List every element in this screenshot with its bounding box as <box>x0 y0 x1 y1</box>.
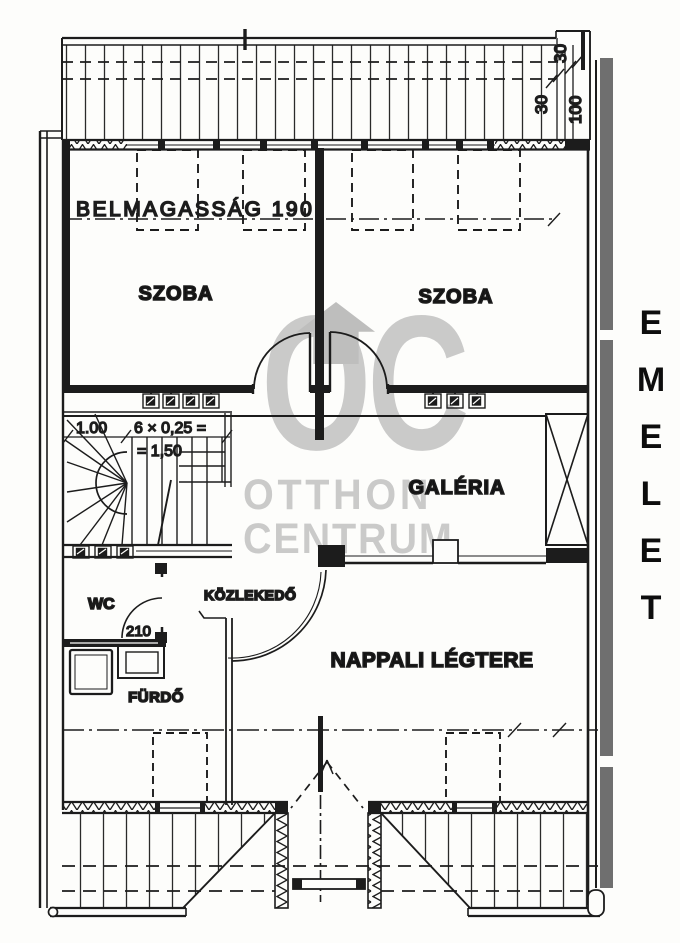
label-szoba-left: SZOBA <box>139 283 214 305</box>
label-ceiling-height: BELMAGASSÁG 190 <box>76 198 314 221</box>
watermark-line1: OTTHON <box>243 471 433 520</box>
dim-stair-width: 1.00 <box>76 420 107 437</box>
corridor-door: KÖZLEKEDŐ <box>203 545 345 662</box>
vent-squares <box>72 388 486 559</box>
nappali: NAPPALI LÉGTERE <box>62 648 598 902</box>
stair-bottom-wall <box>62 543 232 559</box>
szoba-rooms: BELMAGASSÁG 190 SZOBA SZOBA <box>62 140 588 440</box>
dim-stair-total: = 1,50 <box>137 443 182 460</box>
watermark: OC OTTHON CENTRUM <box>235 286 470 564</box>
szoba-doors <box>251 331 390 394</box>
top-window-band <box>62 138 590 151</box>
wc-room: WC 210 <box>62 563 167 647</box>
bottom-roofs <box>47 802 605 918</box>
label-wc: WC <box>88 596 115 613</box>
dim-wc-door: 210 <box>126 623 151 640</box>
galeria: GALÉRIA <box>62 411 589 565</box>
watermark-line2: CENTRUM <box>243 515 454 564</box>
dim-window-top: 100 <box>566 96 585 124</box>
dim-lintel-top: 30 <box>551 44 570 63</box>
label-szoba-right: SZOBA <box>419 286 494 308</box>
label-kozlekedo: KÖZLEKEDŐ <box>204 586 296 603</box>
dim-stair-steps: 6 × 0,25 = <box>134 420 206 437</box>
top-roof-strip: 30 100 30 <box>61 29 591 140</box>
floor-label: EMELET <box>632 304 670 646</box>
bathroom: FÜRDŐ <box>68 610 233 805</box>
label-galeria: GALÉRIA <box>409 476 506 499</box>
label-nappali: NAPPALI LÉGTERE <box>330 649 533 672</box>
dim-parapet-top: 30 <box>532 95 551 114</box>
staircase: 1.00 6 × 0,25 = = 1,50 <box>62 413 233 546</box>
label-furdo: FÜRDŐ <box>128 688 184 706</box>
